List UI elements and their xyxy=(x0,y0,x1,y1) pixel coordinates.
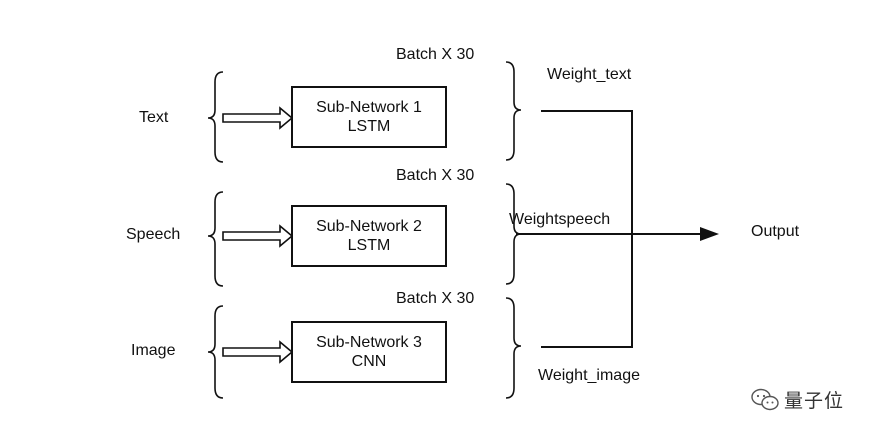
subnetwork-model: LSTM xyxy=(347,118,391,135)
left-brace-speech xyxy=(207,191,224,287)
connector-image xyxy=(541,234,633,348)
input-label-speech: Speech xyxy=(126,226,181,243)
weight-label-speech: Weightspeech xyxy=(509,211,611,228)
output-label: Output xyxy=(751,223,800,240)
subnetwork-name: Sub-Network 2 xyxy=(316,218,422,235)
input-label-image: Image xyxy=(131,342,176,359)
input-arrow-text xyxy=(222,106,294,130)
batch-label-speech: Batch X 30 xyxy=(396,167,475,184)
left-brace-image xyxy=(207,305,224,399)
wechat-logo-icon xyxy=(751,388,779,410)
weight-label-text: Weight_text xyxy=(547,66,632,83)
input-arrow-speech xyxy=(222,224,294,248)
input-arrow-image xyxy=(222,340,294,364)
batch-label-text: Batch X 30 xyxy=(396,46,475,63)
weight-label-image: Weight_image xyxy=(538,367,640,384)
right-brace-text xyxy=(505,61,522,161)
left-brace-text xyxy=(207,71,224,163)
input-label-text: Text xyxy=(139,109,169,126)
subnetwork-name: Sub-Network 1 xyxy=(316,99,422,116)
watermark-text: 量子位 xyxy=(784,391,845,412)
output-arrowhead xyxy=(700,227,719,241)
connector-text xyxy=(541,110,633,234)
subnetwork-model: LSTM xyxy=(347,237,391,254)
subnetwork-model: CNN xyxy=(351,353,387,370)
subnetwork-name: Sub-Network 3 xyxy=(316,334,422,351)
batch-label-image: Batch X 30 xyxy=(396,290,475,307)
subnetwork-box-2: Sub-Network 2 LSTM xyxy=(291,205,447,267)
subnetwork-box-1: Sub-Network 1 LSTM xyxy=(291,86,447,148)
watermark: 量子位 xyxy=(750,386,844,413)
right-brace-image xyxy=(505,297,522,399)
subnetwork-box-3: Sub-Network 3 CNN xyxy=(291,321,447,383)
